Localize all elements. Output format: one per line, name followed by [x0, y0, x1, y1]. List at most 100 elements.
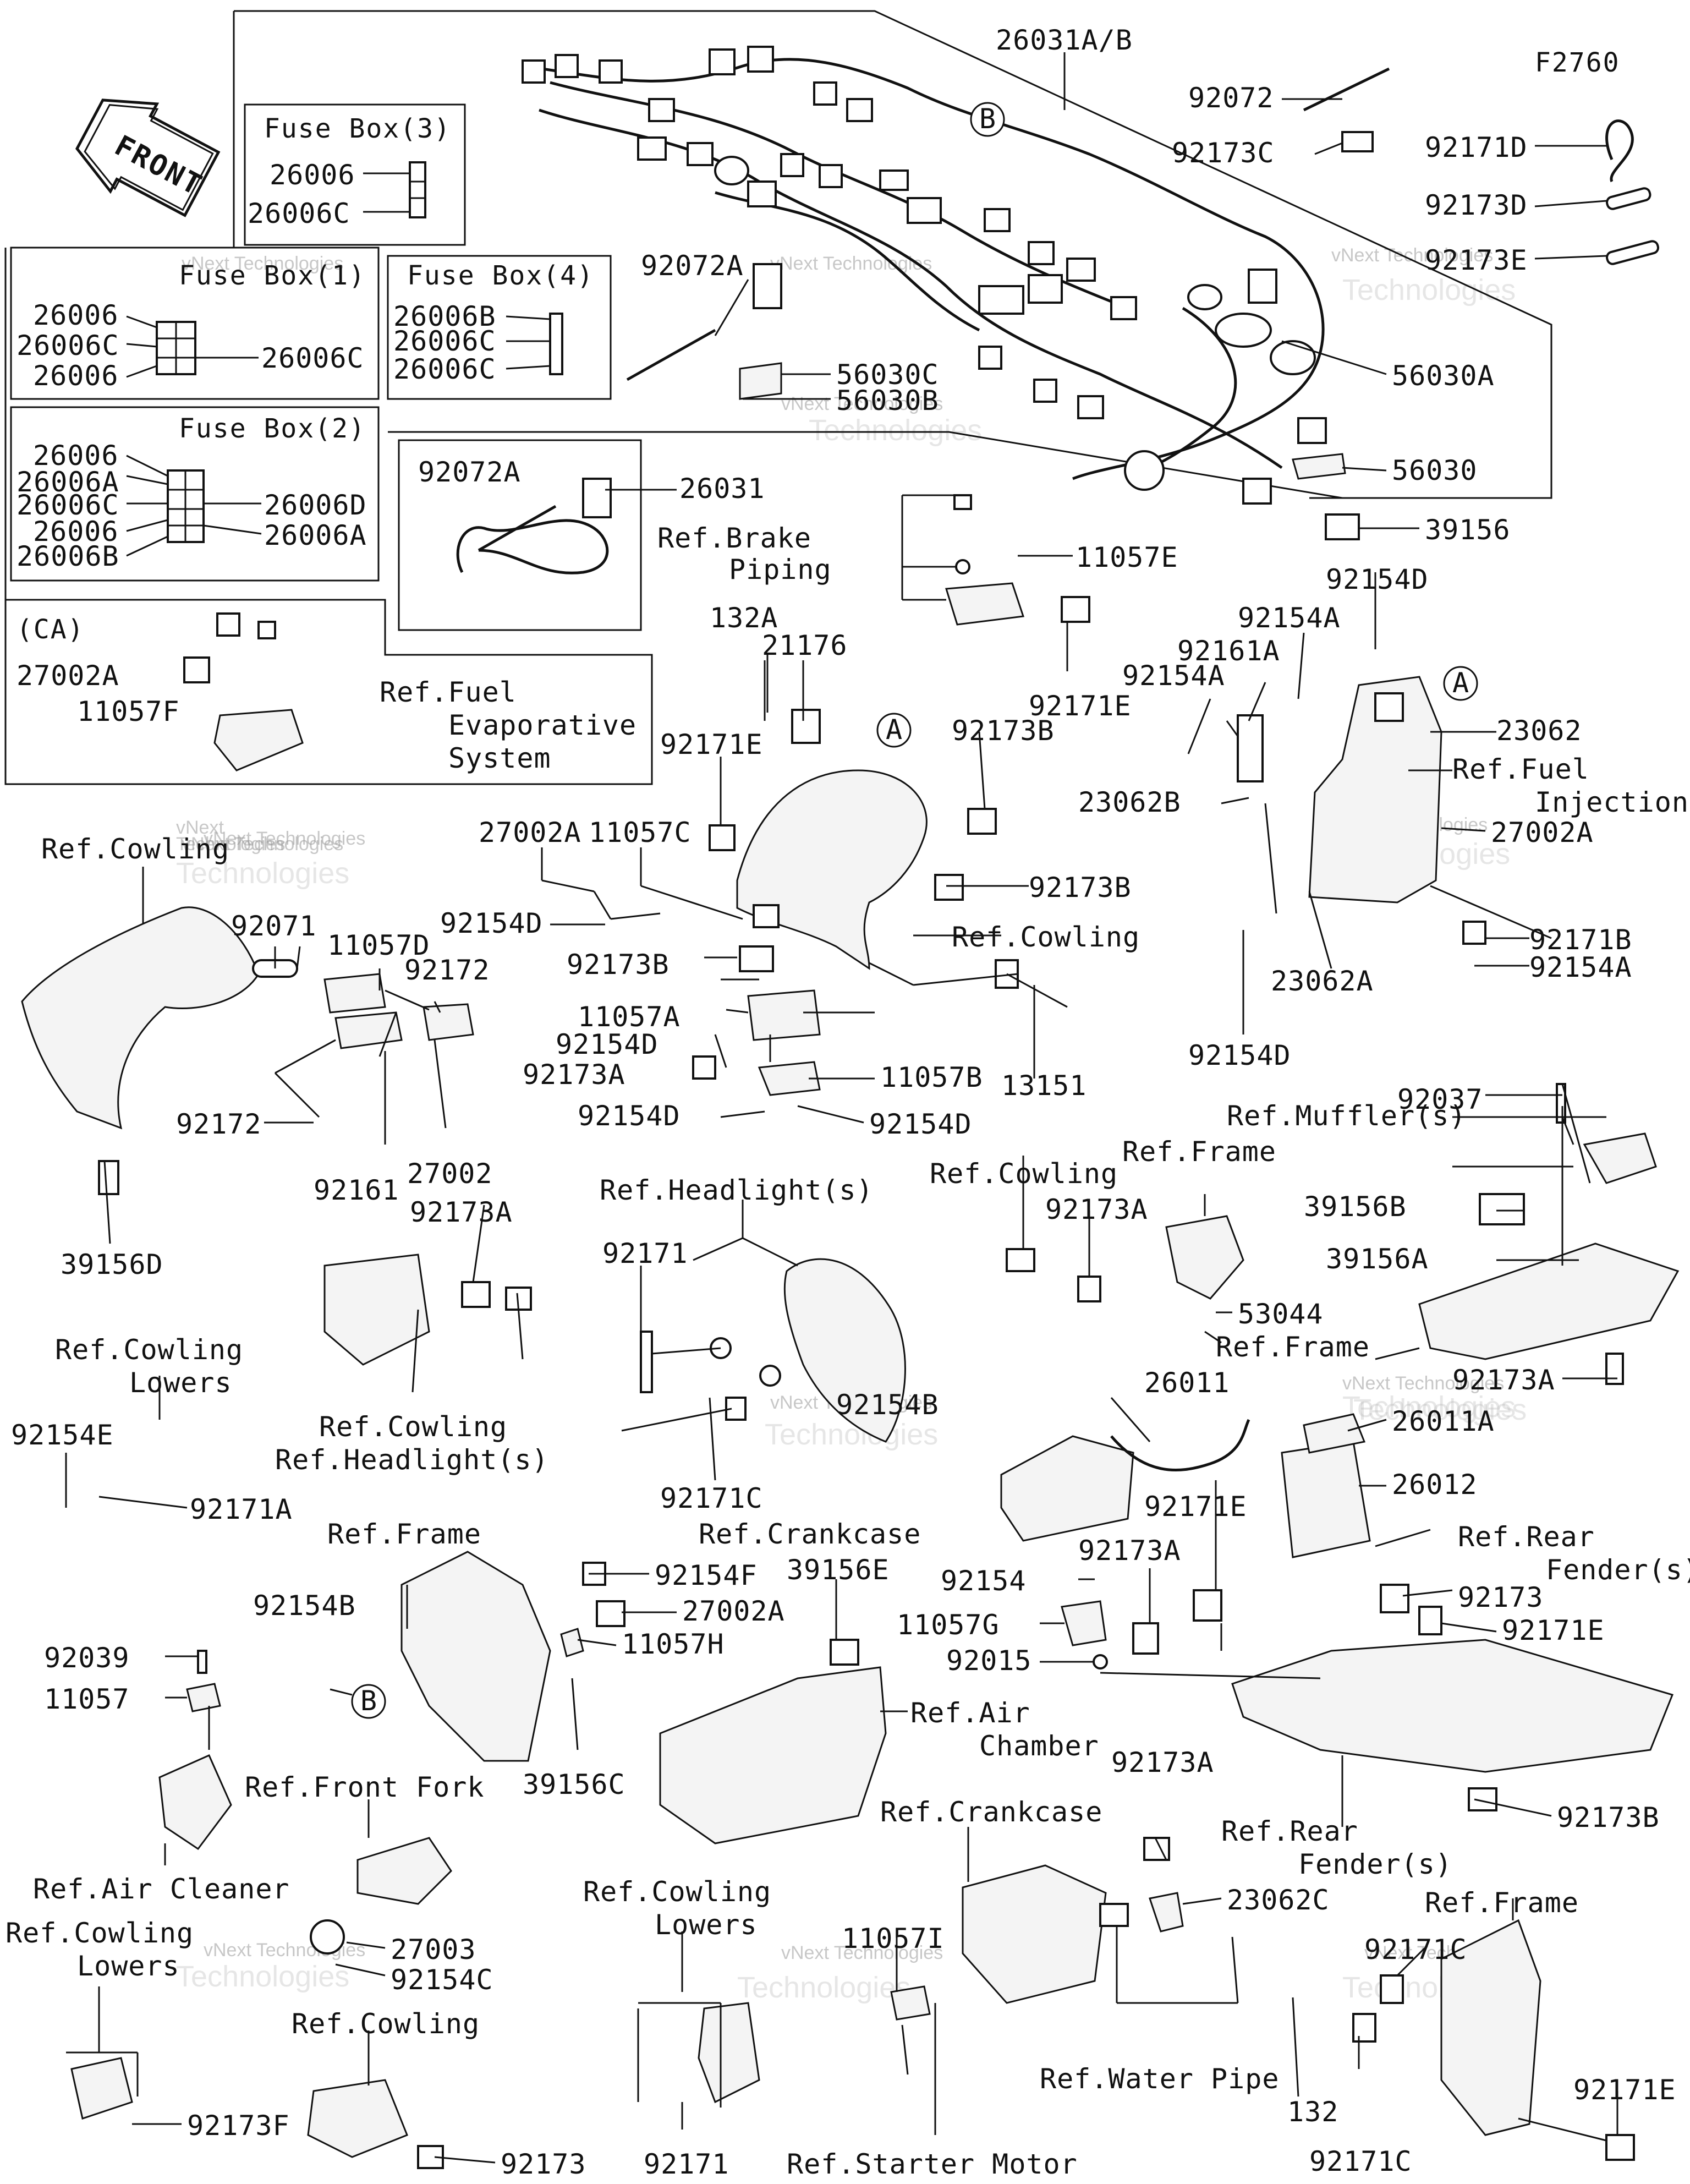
fuse-box-3-fuses: [363, 161, 426, 218]
fuse-box-4-frame: [387, 255, 612, 400]
part-92171E-d: [1193, 1589, 1222, 1622]
part-label: 92171: [602, 1238, 688, 1269]
part-label: 11057A: [578, 1001, 681, 1033]
part-label: 132A: [710, 602, 778, 634]
headlight-bracket: [709, 660, 1019, 989]
ref-label: Ref.Frame: [1216, 1331, 1370, 1363]
main-wiring-harness: [522, 46, 1327, 505]
ref-label: Ref.Air: [910, 1697, 1030, 1729]
part-label: 39156C: [523, 1769, 625, 1800]
part-label: 92154B: [836, 1389, 939, 1421]
ref-label: Lowers: [655, 1909, 758, 1941]
part-label: 11057G: [897, 1609, 1000, 1641]
muffler-bracket: [1418, 1083, 1680, 1385]
frame-bracket: [1165, 1215, 1244, 1300]
watermark: vNext Technologies: [204, 828, 365, 849]
part-label: 26011A: [1392, 1405, 1495, 1437]
part-label: 26011: [1144, 1367, 1230, 1399]
ref-label: Ref.Frame: [1425, 1887, 1579, 1919]
watermark: vNext Technologies: [182, 834, 343, 855]
part-23062C: [1149, 1892, 1184, 1933]
fuse-box-1-title: Fuse Box(1): [179, 260, 366, 291]
ref-label: Ref.Cowling: [930, 1158, 1118, 1190]
headlight-housing-bracket: [323, 1254, 430, 1366]
part-label: 92171D: [1425, 132, 1528, 163]
part-92171C-c: [1352, 2013, 1376, 2043]
part-label: 26006A: [17, 466, 119, 498]
part-label: 92173B: [1029, 872, 1132, 904]
part-label: 92173A: [1045, 1194, 1148, 1225]
part-92171E-e: [1605, 2134, 1635, 2161]
part-92173B-d: [1468, 1787, 1497, 1811]
part-label: 92171B: [1529, 924, 1632, 956]
fuse-box-3-title: Fuse Box(3): [264, 113, 451, 144]
part-label: 26006C: [17, 489, 119, 521]
ref-label: Ref.Cowling: [319, 1411, 507, 1443]
part-11057D: [323, 973, 386, 1014]
part-label: 26006B: [17, 540, 119, 572]
part-label: 27002A: [1491, 817, 1594, 849]
clamp-water-pipe: [1099, 1903, 1129, 1927]
part-label: 92173A: [1452, 1364, 1555, 1396]
svg-text:B: B: [360, 1685, 377, 1717]
part-92173A-b: [1006, 1248, 1035, 1272]
part-label: 11057: [44, 1683, 130, 1715]
part-label: 26006A: [264, 519, 367, 551]
cable-26011: [1110, 1419, 1250, 1471]
part-label: 92173C: [1172, 137, 1275, 169]
part-label: 92154B: [253, 1590, 356, 1622]
watermark: Technologies: [176, 857, 349, 890]
ref-label: Ref.Crankcase: [699, 1518, 921, 1550]
callout-a-right: A: [1443, 666, 1478, 701]
ref-label: Ref.Frame: [327, 1518, 481, 1550]
part-label: 23062: [1496, 715, 1582, 747]
ref-label: Ref.Fuel: [380, 676, 517, 708]
fuse-box-2-fuses: [126, 455, 262, 557]
part-11057H: [560, 1628, 584, 1657]
band-92072: [1303, 67, 1390, 112]
fuse-box-1-frame: [10, 247, 380, 400]
ref-label: Ref.Cowling: [583, 1876, 771, 1908]
part-label: 27003: [391, 1934, 476, 1966]
clamp-92173D: [1606, 187, 1651, 210]
part-label: 27002A: [479, 817, 581, 849]
part-label: 92173: [501, 2148, 586, 2180]
cowling-lower-center: [698, 2002, 760, 2104]
part-label: 23062A: [1271, 965, 1374, 997]
diagram-code: F2760: [1535, 47, 1620, 78]
part-label: 39156D: [61, 1249, 163, 1280]
part-label: 26006C: [248, 198, 350, 229]
ref-label: Ref.Frame: [1122, 1136, 1276, 1168]
part-92173A-d: [461, 1281, 491, 1308]
ref-label: Ref.Cowling: [41, 833, 229, 865]
part-label: 11057D: [327, 929, 430, 961]
part-label: 92173B: [952, 715, 1055, 747]
part-label: 92154D: [1326, 563, 1429, 595]
grommet-39156E: [830, 1639, 859, 1666]
part-label: 92154D: [869, 1108, 972, 1140]
part-label: 11057B: [880, 1061, 983, 1093]
part-label: 39156B: [1304, 1191, 1407, 1223]
part-92173B: [753, 904, 780, 928]
part-27002: [422, 1003, 474, 1041]
watermark: vNext Technologies: [1331, 245, 1493, 266]
part-label: 92173: [1458, 1581, 1544, 1613]
part-label: 92072A: [418, 456, 521, 488]
air-chamber: [659, 1666, 887, 1844]
part-label: 11057I: [842, 1923, 945, 1955]
part-label: 26006: [33, 440, 119, 472]
part-label: 56030: [1392, 455, 1478, 486]
ref-label: Ref.Water Pipe: [1040, 2063, 1279, 2095]
part-label: 92171E: [1029, 690, 1132, 722]
fuse-box-4-fuses: [506, 313, 563, 375]
watermark: vNext Technologies: [1342, 1373, 1504, 1394]
ref-label: Lowers: [77, 1950, 180, 1982]
cowling-bottom: [307, 2079, 408, 2158]
part-label: 56030C: [836, 359, 939, 391]
ref-label: Ref.Crankcase: [880, 1796, 1102, 1828]
part-label: 27002A: [682, 1595, 785, 1627]
part-label: 92171E: [1573, 2074, 1676, 2106]
part-label: 27002A: [17, 660, 119, 692]
part-11057I: [890, 1985, 931, 2021]
part-label: 26006: [33, 516, 119, 548]
